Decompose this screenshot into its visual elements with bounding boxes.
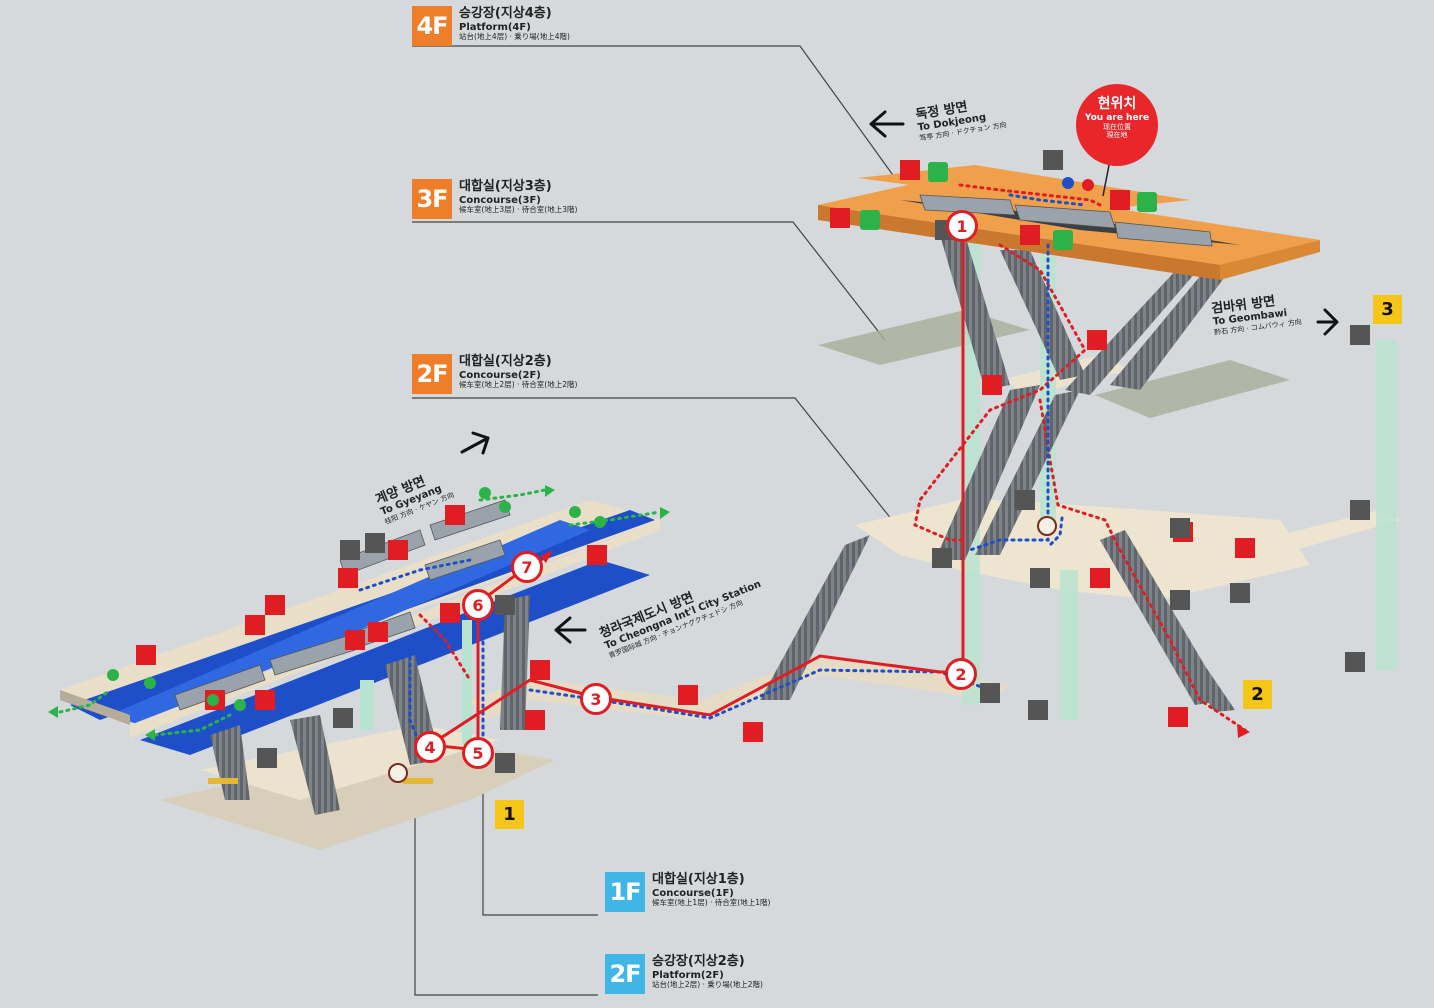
floor-badge-3f: 3F — [412, 179, 452, 219]
floor-1f-korean: 대합실(지상1층) — [652, 872, 745, 887]
you-are-here-english: You are here — [1084, 113, 1150, 123]
you-are-here-chinese: 现在位置 — [1103, 123, 1131, 131]
emergency-phone-icon — [860, 162, 1157, 250]
floor-label-2f-platform: 2F 승강장(지상2층) Platform(2F) 站台(地上2层) · 乗り場… — [605, 954, 763, 994]
restroom-icon — [257, 583, 1250, 768]
route-step-5: 5 — [462, 737, 494, 769]
floor-badge-2f-platform: 2F — [605, 954, 645, 994]
floor-2f-platform-english: Platform(2F) — [652, 969, 724, 981]
elevator-icon — [340, 150, 1370, 773]
floor-3f-korean: 대합실(지상3층) — [459, 179, 552, 194]
floor-4f-korean: 승강장(지상4층) — [459, 6, 552, 21]
you-are-here-marker: 현위치 You are here 现在位置 現在地 — [1076, 84, 1158, 166]
nursing-room-icon — [1170, 590, 1190, 610]
floor-2f-platform-korean: 승강장(지상2층) — [652, 954, 745, 969]
floor-label-3f: 3F 대합실(지상3층) Concourse(3F) 候车室(地上3层) · 待… — [412, 179, 577, 219]
route-step-7: 7 — [511, 551, 543, 583]
information-icon — [388, 516, 1057, 783]
route-step-6: 6 — [462, 589, 494, 621]
floor-3f-english: Concourse(3F) — [459, 194, 541, 206]
you-are-here-japanese: 現在地 — [1106, 131, 1128, 140]
floor-2f-platform-asian: 站台(地上2层) · 乗り場(地上2階) — [652, 980, 763, 990]
floor-badge-4f: 4F — [412, 6, 452, 46]
emergency-exit-icon — [107, 487, 606, 711]
floor-label-1f: 1F 대합실(지상1층) Concourse(1F) 候车室(地上1层) · 待… — [605, 872, 770, 912]
concourse-3f-right — [1095, 360, 1290, 418]
floor-1f-asian: 候车室(地上1层) · 待合室(地上1階) — [652, 898, 771, 908]
exit-1-badge: 1 — [495, 800, 524, 829]
floor-2f-concourse-asian: 候车室(地上2层) · 待合室(地上2階) — [459, 380, 578, 390]
floor-1f-english: Concourse(1F) — [652, 887, 734, 899]
you-are-here-korean: 현위치 — [1097, 96, 1137, 112]
floor-label-2f-concourse: 2F 대합실(지상2층) Concourse(2F) 候车室(地上2层) · 待… — [412, 354, 577, 394]
floor-badge-1f: 1F — [605, 872, 645, 912]
route-step-3: 3 — [580, 683, 612, 715]
floor-2f-concourse-english: Concourse(2F) — [459, 369, 541, 381]
route-step-4: 4 — [414, 731, 446, 763]
floor-3f-asian: 候车室(地上3层) · 待合室(地上3階) — [459, 205, 578, 215]
exit-2-badge: 2 — [1243, 680, 1272, 709]
floor-4f-english: Platform(4F) — [459, 21, 531, 33]
floor-label-4f: 4F 승강장(지상4층) Platform(4F) 站台(地上4层) · 乗り場… — [412, 6, 570, 46]
floor-4f-asian: 站台(地上4层) · 乗り場(地上4階) — [459, 32, 570, 42]
route-step-2: 2 — [945, 658, 977, 690]
walkway — [470, 655, 1010, 720]
route-step-1: 1 — [946, 210, 978, 242]
exit-3-badge: 3 — [1373, 295, 1402, 324]
floor-badge-2f-concourse: 2F — [412, 354, 452, 394]
floor-2f-concourse-korean: 대합실(지상2층) — [459, 354, 552, 369]
